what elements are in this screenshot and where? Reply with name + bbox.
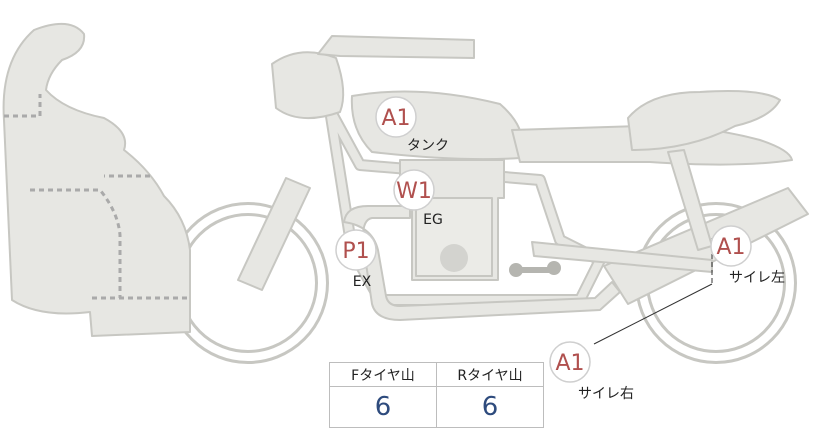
svg-text:A1: A1 [555, 351, 584, 376]
svg-text:W1: W1 [396, 179, 432, 204]
rear-wheel-axle-detail [509, 261, 561, 277]
headlight-bracket [271, 51, 345, 120]
label-tank: タンク [407, 138, 449, 154]
label-ex: EX [353, 274, 372, 290]
handlebar [317, 35, 475, 59]
rear-cowl [627, 90, 781, 151]
label-side-left: サイレ左 [729, 270, 785, 286]
badge-side-left: A1 サイレ左 [710, 225, 785, 286]
leader-lines [593, 238, 713, 345]
badge-ex: P1 EX [335, 229, 377, 290]
engine-cover [415, 197, 493, 277]
front-tire-value: 6 [329, 386, 437, 428]
front-fork [237, 177, 311, 291]
front-cowl [2, 23, 191, 337]
engine-dot [440, 244, 468, 272]
cowl-panel-lines [4, 94, 188, 300]
badge-tank: A1 タンク [375, 96, 449, 154]
badge-eg: W1 EG [393, 169, 443, 228]
tire-tread-table: Fタイヤ山 Rタイヤ山 6 6 [329, 362, 544, 428]
svg-text:A1: A1 [381, 106, 410, 131]
rear-tire-header: Rタイヤ山 [436, 362, 544, 387]
label-eg: EG [423, 212, 443, 228]
tire-table-value-row: 6 6 [329, 386, 544, 428]
front-tire-header: Fタイヤ山 [329, 362, 437, 387]
svg-text:A1: A1 [716, 235, 745, 260]
tire-table-header-row: Fタイヤ山 Rタイヤ山 [329, 362, 544, 387]
badge-side-right: A1 サイレ右 [549, 341, 634, 402]
exhaust-pipe [343, 205, 621, 321]
label-side-right: サイレ右 [578, 386, 634, 402]
rear-tire-value: 6 [436, 386, 544, 428]
svg-text:P1: P1 [342, 239, 369, 264]
